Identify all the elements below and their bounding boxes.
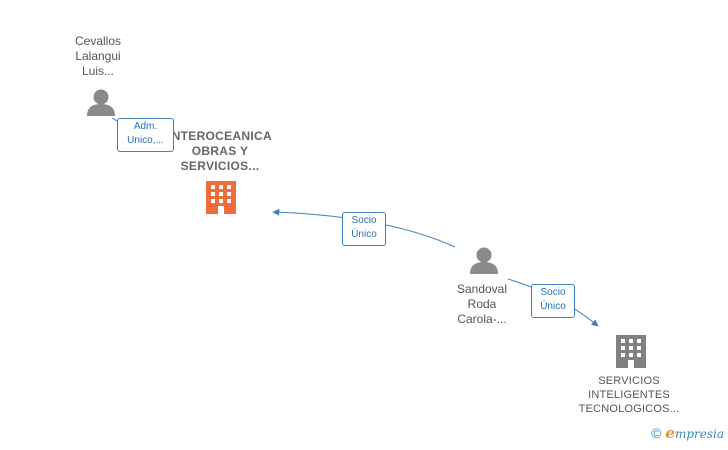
person-icon[interactable]: [470, 247, 498, 275]
edge-label-adm-unico: Adm. Unico,...: [117, 118, 174, 152]
person-label-sandoval[interactable]: Sandoval Roda Carola-...: [456, 282, 508, 326]
brand-logo[interactable]: ©empresia: [651, 424, 724, 442]
brand-name: mpresia: [674, 427, 724, 441]
building-icon[interactable]: [616, 335, 646, 368]
brand-initial: e: [665, 424, 675, 442]
company-label-interoceanica[interactable]: INTEROCEANICA OBRAS Y SERVICIOS...: [168, 129, 272, 173]
person-label-cevallos[interactable]: Cevallos Lalangui Luis...: [74, 34, 122, 78]
edge-label-socio-unico-2: Socio Único: [531, 284, 575, 318]
person-icon[interactable]: [87, 89, 115, 117]
company-label-servicios[interactable]: SERVICIOS INTELIGENTES TECNOLOGICOS...: [578, 375, 680, 415]
copyright-symbol: ©: [651, 425, 662, 441]
edge-label-socio-unico-1: Socio Único: [342, 212, 386, 246]
building-icon[interactable]: [206, 181, 236, 214]
